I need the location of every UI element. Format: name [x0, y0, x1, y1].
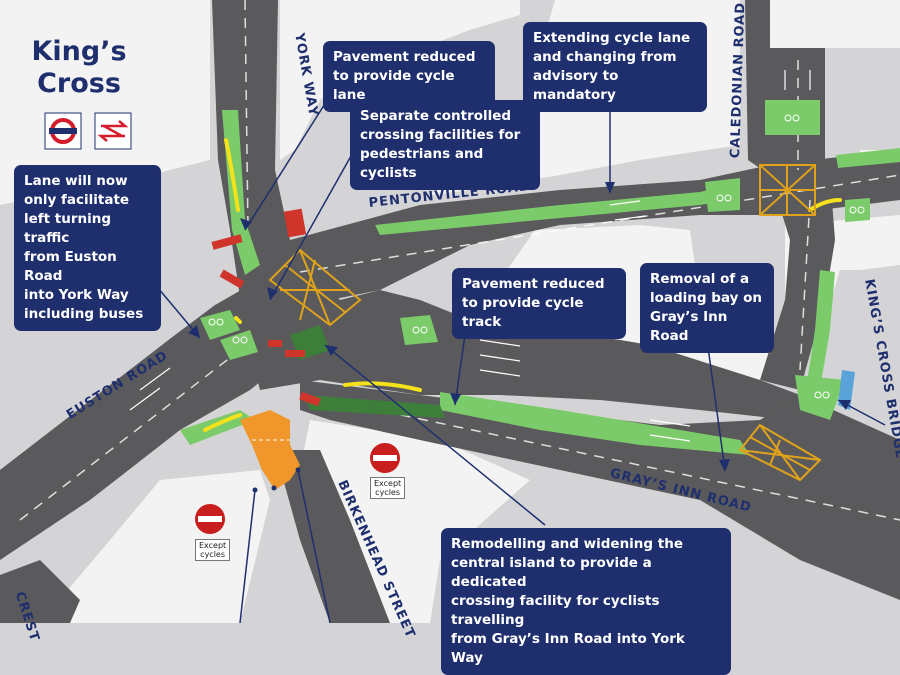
central-island: [240, 410, 300, 490]
station-title: King’s Cross: [31, 36, 127, 99]
lane-arrows: [129, 70, 811, 442]
kerb-lines: [203, 138, 842, 432]
roads: [0, 0, 900, 623]
callout-lane-left-turn: Lane will now only facilitate left turni…: [14, 165, 161, 331]
callout-pavement-cycle-track: Pavement reduced to provide cycle track: [452, 268, 626, 339]
no-entry-sign-icon: [195, 504, 225, 534]
except-cycles-caption-left: Except cycles: [195, 539, 231, 561]
callout-remodelling-island: Remodelling and widening the central isl…: [441, 528, 731, 675]
bicycle-symbol-icon: [208, 114, 865, 399]
london-underground-roundel-icon: [44, 112, 82, 150]
box-junctions: [268, 164, 822, 482]
kings-cross-bridge-road: [760, 175, 835, 390]
callout-extending-cycle-lane: Extending cycle lane and changing from a…: [523, 22, 707, 112]
cycle-lanes: [180, 100, 900, 455]
leader-line-dots: [252, 467, 301, 493]
national-rail-double-arrow-icon: [94, 112, 132, 150]
crestfield-street-road: [0, 560, 80, 623]
no-entry-sign-icon: [370, 443, 400, 473]
callout-loading-bay: Removal of a loading bay on Gray’s Inn R…: [640, 263, 774, 353]
euston-road-road: [0, 285, 300, 560]
birkenhead-street-road: [275, 450, 390, 623]
pedestrian-crossings: [211, 208, 321, 407]
callout-separate-crossing: Separate controlled crossing facilities …: [350, 100, 540, 190]
pentonville-road-road: [290, 150, 900, 300]
except-cycles-caption-right: Except cycles: [370, 477, 406, 499]
grays-inn-road-road: [300, 380, 900, 600]
callout-arrowheads: [188, 182, 851, 472]
